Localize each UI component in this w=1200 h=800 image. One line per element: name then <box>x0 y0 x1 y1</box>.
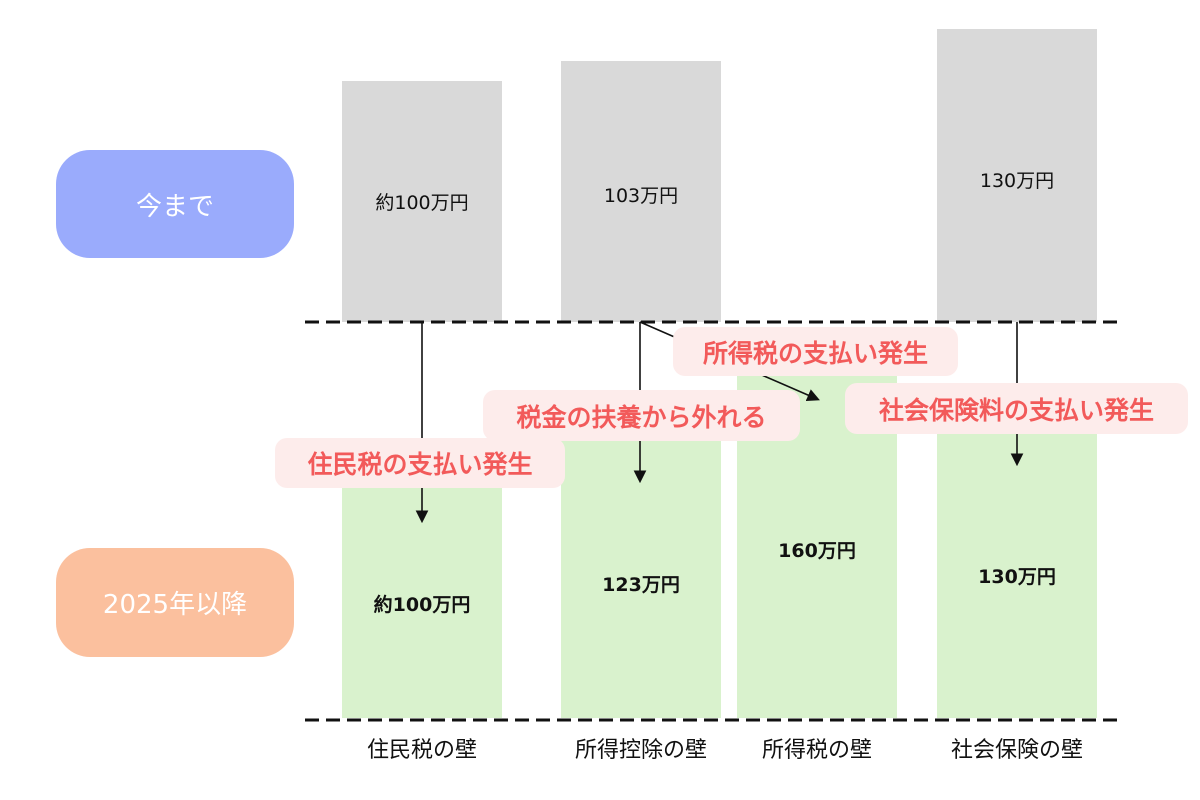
category-social-insurance: 社会保険の壁 <box>950 738 1083 763</box>
category-resident-tax: 住民税の壁 <box>366 738 477 763</box>
new-value-resident-tax: 約100万円 <box>373 594 471 616</box>
old-value-social-insurance: 130万円 <box>979 170 1055 192</box>
new-bar-deduction <box>561 440 721 718</box>
callout-dependent: 税金の扶養から外れる <box>483 390 800 441</box>
row-label-after-text: 2025年以降 <box>102 590 248 620</box>
callout-income-tax: 所得税の支払い発生 <box>673 327 958 376</box>
new-bar-social-insurance <box>937 430 1097 718</box>
old-value-resident-tax: 約100万円 <box>375 192 469 214</box>
new-value-social-insurance: 130万円 <box>978 566 1056 588</box>
row-label-before: 今まで <box>56 150 294 258</box>
old-bar-resident-tax <box>342 81 502 322</box>
callout-resident-tax: 住民税の支払い発生 <box>275 438 565 488</box>
new-value-income-tax: 160万円 <box>778 540 856 562</box>
old-value-deduction: 103万円 <box>603 185 679 207</box>
new-value-deduction: 123万円 <box>602 574 680 596</box>
old-bar-social-insurance <box>937 29 1097 322</box>
row-label-after: 2025年以降 <box>56 548 294 657</box>
old-bar-deduction <box>561 61 721 322</box>
category-income-tax: 所得税の壁 <box>761 738 872 763</box>
category-deduction: 所得控除の壁 <box>574 738 707 763</box>
row-label-before-text: 今まで <box>135 191 214 222</box>
callout-social-insurance: 社会保険料の支払い発生 <box>845 383 1188 434</box>
